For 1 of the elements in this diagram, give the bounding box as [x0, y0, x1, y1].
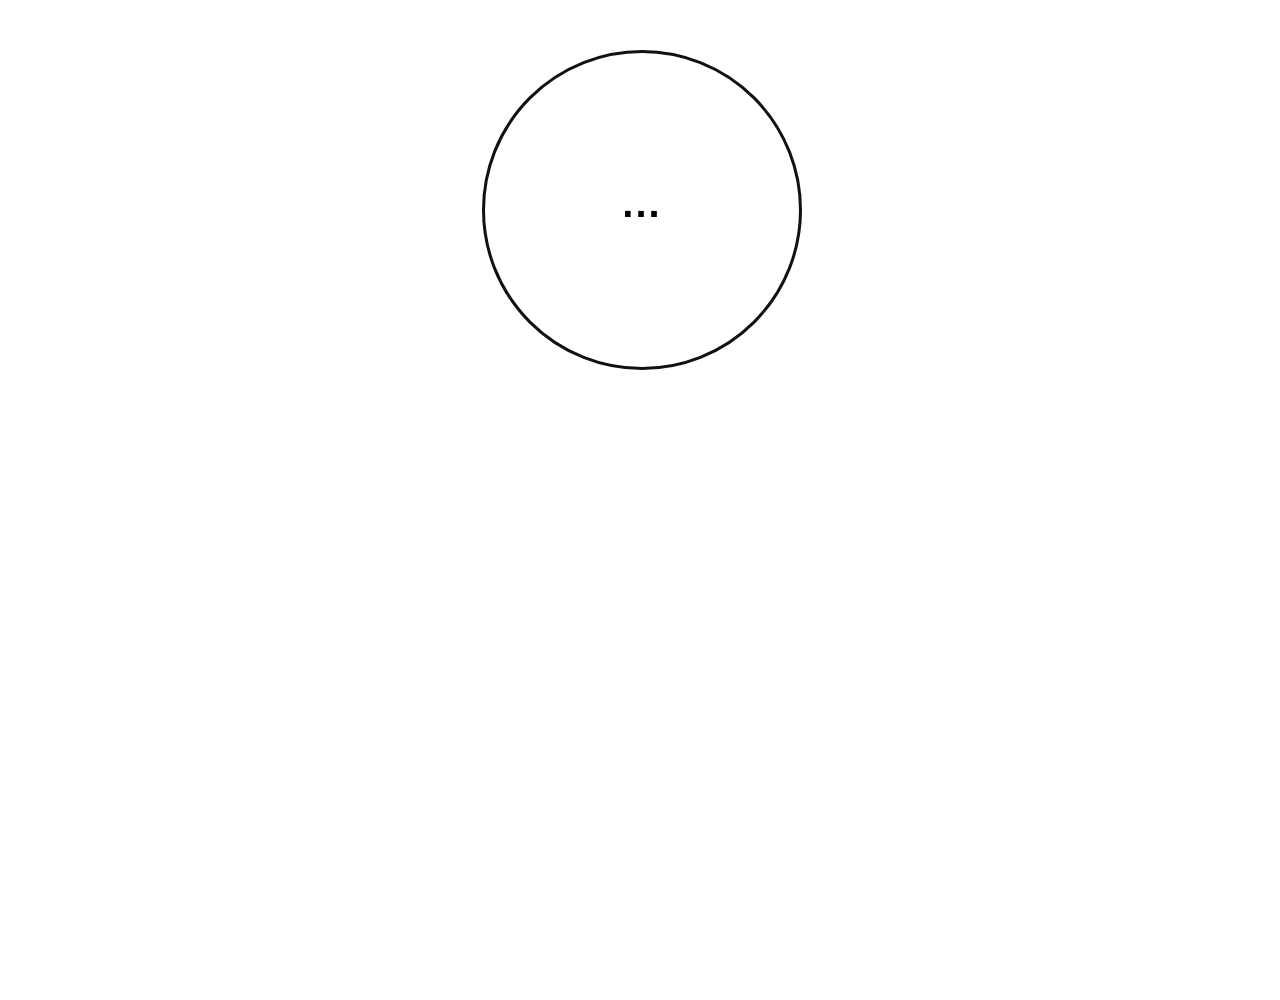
ellipsis-text: ...	[622, 183, 662, 227]
